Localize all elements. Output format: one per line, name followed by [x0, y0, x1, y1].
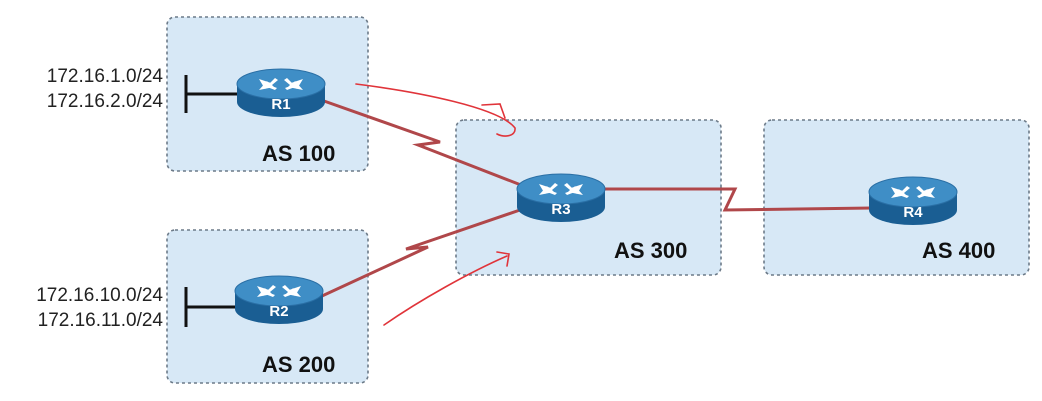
annotation-arrow-top-head	[481, 103, 506, 119]
link-r3-r4	[602, 187, 873, 212]
link-r2-r3	[321, 208, 521, 298]
as-label-as300: AS 300	[614, 238, 687, 263]
stub-network-r2	[184, 287, 236, 327]
stub-network-r1	[184, 75, 238, 113]
router-label-r1: R1	[271, 96, 290, 113]
prefix-r1-1: 172.16.1.0/24	[47, 66, 164, 87]
prefix-r2-2: 172.16.11.0/24	[38, 310, 164, 331]
router-label-r2: R2	[269, 303, 288, 320]
as-label-as200: AS 200	[262, 352, 335, 377]
annotation-arrow-bottom-head	[496, 251, 510, 267]
router-r3[interactable]: R3	[516, 173, 606, 223]
prefix-r2-1: 172.16.10.0/24	[36, 285, 163, 306]
as-label-as100: AS 100	[262, 141, 335, 166]
router-r2[interactable]: R2	[234, 275, 324, 325]
router-label-r4: R4	[903, 204, 923, 221]
annotation-arrow-top	[355, 83, 516, 137]
as-label-as400: AS 400	[922, 238, 995, 263]
prefix-r1-2: 172.16.2.0/24	[47, 91, 164, 112]
router-r1[interactable]: R1	[236, 68, 326, 118]
annotation-arrow-bottom	[383, 255, 508, 326]
router-r4[interactable]: R4	[868, 176, 958, 226]
link-r1-r3	[323, 99, 522, 187]
annotation-arrows	[355, 83, 516, 326]
router-label-r3: R3	[551, 201, 570, 218]
